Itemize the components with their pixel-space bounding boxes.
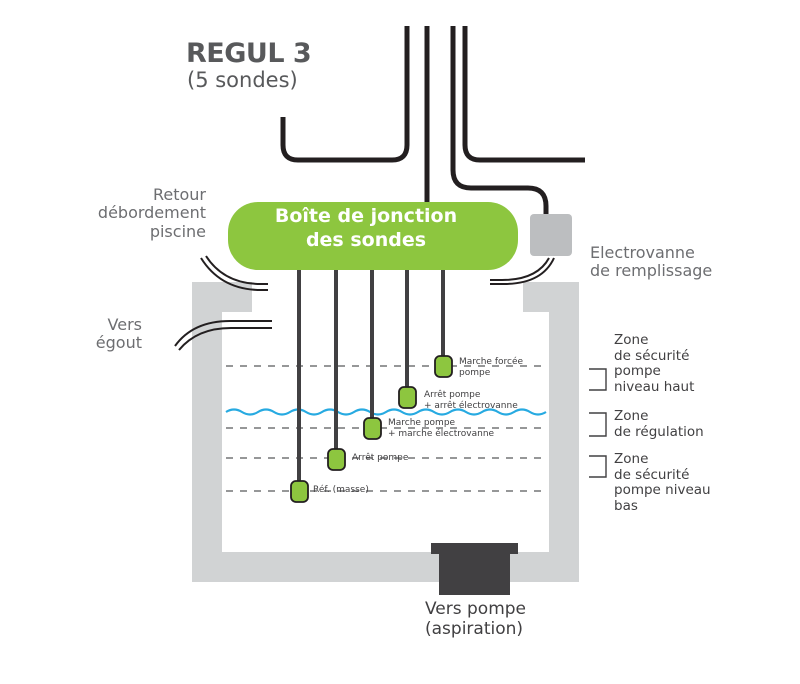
zone-label-line: de sécurité xyxy=(614,466,690,483)
sewer-label: Vers égout xyxy=(95,315,142,353)
probe-label-line: + arrêt électrovanne xyxy=(424,400,518,411)
pump-label-line: Vers pompe xyxy=(425,599,527,619)
probe-label-line: Réf. (masse) xyxy=(313,485,369,495)
electrovalve-label-line: de remplissage xyxy=(590,261,713,281)
tank xyxy=(192,282,579,582)
pump-suction-label: Vers pompe (aspiration) xyxy=(425,599,527,639)
diagram-subtitle: (5 sondes) xyxy=(187,68,298,92)
sewer-label-line: égout xyxy=(95,333,142,353)
junction-box-label-line1: Boîte de jonction xyxy=(274,205,458,227)
overflow-label-line: piscine xyxy=(149,221,206,241)
zone-label-line: Zone xyxy=(614,332,649,348)
diagram-title: REGUL 3 xyxy=(186,38,312,69)
junction-box xyxy=(228,202,518,270)
electrovalve-label-line: Electrovanne xyxy=(590,243,695,262)
probe-label-arret-pompe: Arrêt pompe xyxy=(352,453,408,464)
zone-label-securite-bas: Zone de sécurité pompe niveau bas xyxy=(614,451,711,514)
probe-label-line: Marche forcée xyxy=(459,357,524,367)
zone-label-line: Zone xyxy=(614,408,649,424)
zone-brackets xyxy=(589,368,607,478)
tank-bottom xyxy=(192,552,579,582)
probes xyxy=(290,355,453,503)
probe-marche-forcee xyxy=(434,355,453,378)
probe-label-line: pompe xyxy=(459,367,491,378)
zone-bracket-securite-haut xyxy=(589,368,607,391)
water-surface xyxy=(225,408,547,416)
sewer-label-line: Vers xyxy=(107,315,142,334)
zone-bracket-regulation xyxy=(589,412,607,437)
pump-label-line: (aspiration) xyxy=(425,618,524,639)
probe-label-marche-pompe-electrovanne: Marche pompe + marche électrovanne xyxy=(388,418,494,440)
zone-label-regulation: Zone de régulation xyxy=(614,408,704,440)
overflow-label-line: Retour xyxy=(152,185,206,204)
junction-box-label-line2: des sondes xyxy=(305,228,427,251)
probe-label-line: Arrêt pompe xyxy=(424,390,481,400)
probe-label-line: Marche pompe xyxy=(388,418,456,428)
level-lines xyxy=(226,365,545,492)
zone-label-line: pompe niveau xyxy=(614,482,711,499)
cable-1 xyxy=(280,26,410,163)
probe-arret-pompe xyxy=(327,448,346,471)
zone-bracket-securite-bas xyxy=(589,455,607,478)
zone-label-line: bas xyxy=(614,497,638,514)
electrovalve-label: Electrovanne de remplissage xyxy=(590,243,713,281)
zone-label-line: pompe xyxy=(614,363,661,380)
tank-right-rim xyxy=(523,282,579,312)
fill-valve-pipe xyxy=(490,257,555,285)
probe-arret-pompe-electrovanne xyxy=(398,386,417,409)
overflow-return-label: Retour débordement piscine xyxy=(97,185,206,241)
probe-marche-pompe-electrovanne xyxy=(363,417,382,440)
cable-4 xyxy=(462,26,585,163)
probe-label-reference: Réf. (masse) xyxy=(313,485,369,496)
tank-right-wall xyxy=(549,282,579,582)
zone-label-line: niveau haut xyxy=(614,378,695,395)
zone-label-line: de sécurité xyxy=(614,347,690,364)
control-cables xyxy=(280,26,585,215)
zone-label-securite-haut: Zone de sécurité pompe niveau haut xyxy=(614,332,695,395)
probe-cables xyxy=(297,270,445,484)
probe-label-line: + marche électrovanne xyxy=(388,428,495,439)
probe-label-arret-pompe-electrovanne: Arrêt pompe + arrêt électrovanne xyxy=(424,390,518,412)
sewer-pipe xyxy=(174,320,272,351)
suction-outlet xyxy=(431,543,518,595)
probe-reference xyxy=(290,480,309,503)
overflow-label-line: débordement xyxy=(97,203,206,223)
zone-label-line: de régulation xyxy=(614,423,704,440)
fill-electrovalve xyxy=(530,214,572,256)
zone-label-line: Zone xyxy=(614,451,649,467)
overflow-pipe xyxy=(200,255,268,291)
cable-3 xyxy=(450,26,549,215)
probe-label-marche-forcee: Marche forcée pompe xyxy=(459,357,523,379)
junction-box-label: Boîte de jonction des sondes xyxy=(218,205,514,253)
probe-label-line: Arrêt pompe xyxy=(352,453,409,463)
